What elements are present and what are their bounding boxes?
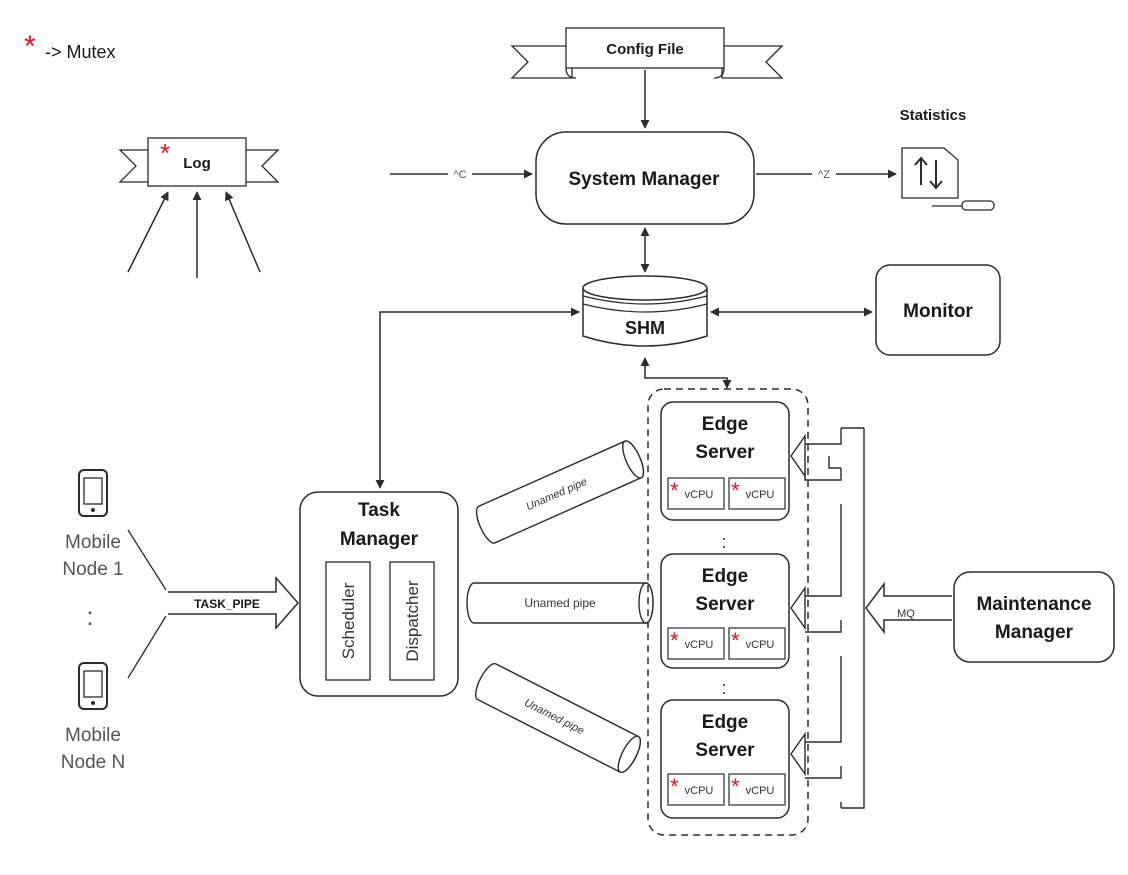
edge-servers-group <box>647 388 809 836</box>
edge-server-3-label-line2: Server <box>695 740 755 761</box>
edge-server-1-label-line1: Edge <box>702 414 748 435</box>
dispatcher-box <box>389 561 435 681</box>
shm-cylinder <box>582 275 708 347</box>
edge-server-1-label-line2: Server <box>695 442 755 463</box>
edge-server-2-vcpu-1 <box>667 627 725 660</box>
task-manager-label-line2: Manager <box>340 529 419 550</box>
edge-server-3: Edge Server * vCPU * vCPU <box>660 699 790 819</box>
edge-server-2-label-line1: Edge <box>702 566 748 587</box>
edge-server-1-vcpu-2 <box>728 477 786 510</box>
scheduler-box <box>325 561 371 681</box>
log-banner: * Log <box>118 137 280 187</box>
mq-to-edge-server-2-arrow <box>790 585 806 631</box>
legend-mutex-text: -> Mutex <box>45 42 116 62</box>
monitor-box <box>875 264 1001 356</box>
mobile-node-n-label-line1: Mobile <box>65 725 121 746</box>
edge-servers-ellipsis-1: : <box>721 532 726 552</box>
log-mutex-mark: * <box>160 138 170 168</box>
unnamed-pipe-middle: Unamed pipe <box>466 582 654 624</box>
monitor-label: Monitor <box>903 301 973 322</box>
mq-to-edge-server-3-arrow <box>790 731 806 777</box>
legend: * -> Mutex <box>24 30 116 63</box>
mobile-node-n-link <box>127 615 167 679</box>
unnamed-pipe-upper: Unamed pipe <box>475 440 645 544</box>
edge-servers-ellipsis-2: : <box>721 678 726 698</box>
mq-label: MQ <box>897 608 915 620</box>
scheduler-label: Scheduler <box>339 582 358 659</box>
edge-server-3-label-line1: Edge <box>702 712 748 733</box>
edge-server-2-vcpu-2 <box>728 627 786 660</box>
edge-server-3-vcpu-2 <box>728 773 786 806</box>
dispatcher-label: Dispatcher <box>403 580 422 662</box>
edge-server-2-label-line2: Server <box>695 594 755 615</box>
mobile-node-n-label-line2: Node N <box>61 752 125 773</box>
edge-server-2: Edge Server * vCPU * vCPU <box>660 553 790 669</box>
log-input-arrow-right <box>225 191 261 273</box>
edge-server-2-vcpu-1-label: vCPU <box>685 639 714 651</box>
edge-server-2-vcpu-2-label: vCPU <box>746 639 775 651</box>
signal-z-label: ^Z <box>818 169 830 181</box>
mq-arrow <box>865 581 952 635</box>
mobile-node-n-icon <box>78 662 108 710</box>
edge-server-1-vcpu-2-label: vCPU <box>746 489 775 501</box>
edge-server-1-vcpu-1-mutex: * <box>670 478 679 503</box>
unnamed-pipe-middle-label: Unamed pipe <box>524 596 596 610</box>
legend-mutex-symbol: * <box>24 30 36 63</box>
edge-server-1: Edge Server * vCPU * vCPU <box>660 401 790 521</box>
mobile-node-1-label-line2: Node 1 <box>62 559 123 580</box>
unnamed-pipe-lower: Unamed pipe <box>475 662 641 774</box>
config-file-label: Config File <box>606 41 684 58</box>
task-manager-label-line1: Task <box>358 500 400 521</box>
config-file-banner: Config File <box>510 27 784 79</box>
mobile-node-1-icon <box>78 469 108 517</box>
system-manager-box <box>535 131 755 225</box>
mq-to-edge-server-1-arrow <box>790 433 806 479</box>
edge-server-3-vcpu-2-mutex: * <box>731 774 740 799</box>
shm-edge-servers-arrow <box>640 357 732 389</box>
signal-c-label: ^C <box>453 169 466 181</box>
task-pipe-label: TASK_PIPE <box>194 597 260 611</box>
edge-server-1-vcpu-2-mutex: * <box>731 478 740 503</box>
edge-server-2-vcpu-1-mutex: * <box>670 628 679 653</box>
system-manager-label: System Manager <box>568 169 720 190</box>
statistics-label: Statistics <box>900 107 967 124</box>
maintenance-manager-box <box>953 571 1115 663</box>
edge-server-3-vcpu-1-mutex: * <box>670 774 679 799</box>
edge-server-3-vcpu-1 <box>667 773 725 806</box>
edge-server-1-vcpu-1-label: vCPU <box>685 489 714 501</box>
mobile-node-1-label-line1: Mobile <box>65 532 121 553</box>
task-pipe-arrow <box>168 576 299 630</box>
mobile-nodes-ellipsis: : <box>86 601 93 631</box>
maintenance-manager-label-line1: Maintenance <box>976 594 1091 615</box>
shm-label: SHM <box>625 318 665 338</box>
edge-server-3-vcpu-2-label: vCPU <box>746 785 775 797</box>
message-queue-bus <box>804 427 865 809</box>
mobile-node-1-link <box>127 529 167 591</box>
statistics-file-icon <box>901 147 995 211</box>
log-label: Log <box>183 155 211 172</box>
shm-task-manager-arrow <box>375 307 580 489</box>
log-input-arrow-left <box>127 191 169 273</box>
edge-server-3-vcpu-1-label: vCPU <box>685 785 714 797</box>
edge-server-1-vcpu-1 <box>667 477 725 510</box>
edge-server-2-vcpu-2-mutex: * <box>731 628 740 653</box>
maintenance-manager-label-line2: Manager <box>995 622 1074 643</box>
